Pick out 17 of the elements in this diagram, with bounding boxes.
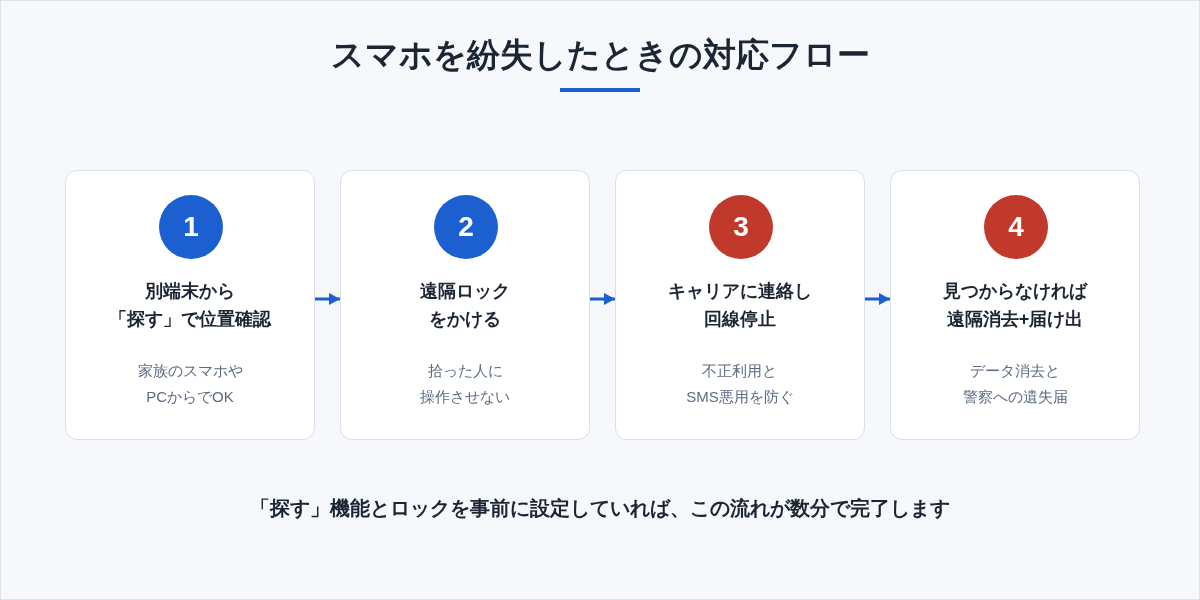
step-number-circle: 2 <box>434 195 498 259</box>
step-description: 拾った人に操作させない <box>420 361 510 407</box>
caption: 「探す」機能とロックを事前に設定していれば、この流れが数分で完了します <box>249 496 951 521</box>
step-heading: キャリアに連絡し回線停止 <box>668 280 812 331</box>
step-description: 不正利用とSMS悪用を防ぐ <box>686 361 794 407</box>
step-number-circle: 1 <box>159 195 223 259</box>
arrow <box>315 293 340 305</box>
arrow <box>590 293 615 305</box>
step-number-circle: 3 <box>709 195 773 259</box>
step-number-circle: 4 <box>984 195 1048 259</box>
step-heading: 遠隔ロックをかける <box>420 280 510 331</box>
arrow <box>865 293 890 305</box>
step-description: データ消去と警察への遺失届 <box>962 361 1068 407</box>
step-description: 家族のスマホやPCからでOK <box>137 361 243 407</box>
step-heading: 見つからなければ遠隔消去+届け出 <box>943 280 1087 331</box>
step-heading: 別端末から「探す」で位置確認 <box>109 280 271 331</box>
title: スマホを紛失したときの対応フロー <box>329 35 871 75</box>
